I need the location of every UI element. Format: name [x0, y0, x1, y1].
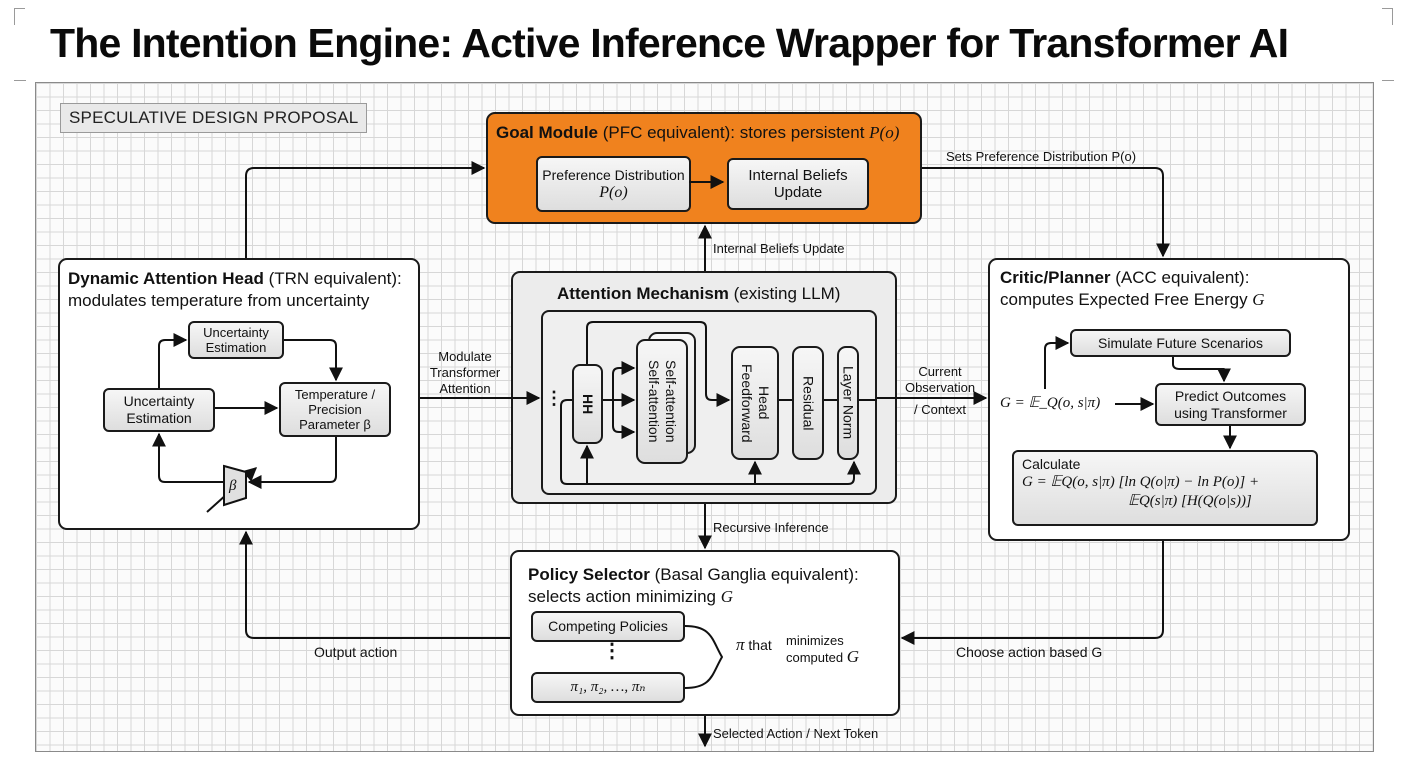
hh-block[interactable]: HH [572, 364, 603, 444]
preference-distribution-box[interactable]: Preference Distribution P(o) [536, 156, 691, 212]
frame-corner-top-left [14, 8, 25, 25]
residual-block[interactable]: Residual [792, 346, 824, 460]
attention-title: Attention Mechanism (existing LLM) [557, 284, 841, 303]
label-output-action: Output action [314, 644, 398, 660]
frame-tick-right [1382, 80, 1394, 81]
competing-policies-box[interactable]: Competing Policies [531, 611, 685, 642]
label-sets-preference: Sets Preference Distribution P(o) [946, 149, 1137, 164]
calculate-g-box[interactable]: Calculate G = 𝔼Q(o, s|π) [ln Q(o|π) − ln… [1012, 450, 1318, 526]
policy-argmin-label: π that [736, 635, 772, 654]
frame-tick-left [14, 80, 26, 81]
minimizes-label: minimizes [786, 633, 844, 648]
simulate-scenarios-box[interactable]: Simulate Future Scenarios [1070, 329, 1291, 357]
policies-ellipsis: ⋮ [602, 640, 622, 662]
policy-list-box[interactable]: π₁, π₂, …, πₙ [531, 672, 685, 703]
g-expectation-expr: G = 𝔼_Q(o, s|π) [1000, 395, 1101, 411]
dynamic-attention-title: Dynamic Attention Head (TRN equivalent):… [68, 269, 402, 310]
goal-module[interactable]: Goal Module (PFC equivalent): stores per… [486, 112, 922, 224]
label-recursive-inference: Recursive Inference [713, 520, 829, 535]
goal-module-title: Goal Module (PFC equivalent): stores per… [496, 123, 900, 142]
label-choose-action: Choose action based G [956, 644, 1103, 660]
critic-title: Critic/Planner (ACC equivalent): compute… [1000, 268, 1265, 309]
ellipsis-icon: ⋮ [545, 388, 563, 408]
proposal-tag: SPECULATIVE DESIGN PROPOSAL [60, 103, 368, 133]
label-selected-action: Selected Action / Next Token [713, 726, 879, 741]
policy-title: Policy Selector (Basal Ganglia equivalen… [528, 565, 859, 606]
internal-beliefs-box[interactable]: Internal Beliefs Update [727, 158, 869, 210]
frame-corner-top-right [1382, 8, 1393, 25]
layer-norm-block[interactable]: Layer Norm [837, 346, 859, 460]
label-internal-beliefs: Internal Beliefs Update [713, 241, 845, 256]
computed-g-label: computed G [786, 647, 859, 666]
page-title: The Intention Engine: Active Inference W… [50, 20, 1289, 66]
